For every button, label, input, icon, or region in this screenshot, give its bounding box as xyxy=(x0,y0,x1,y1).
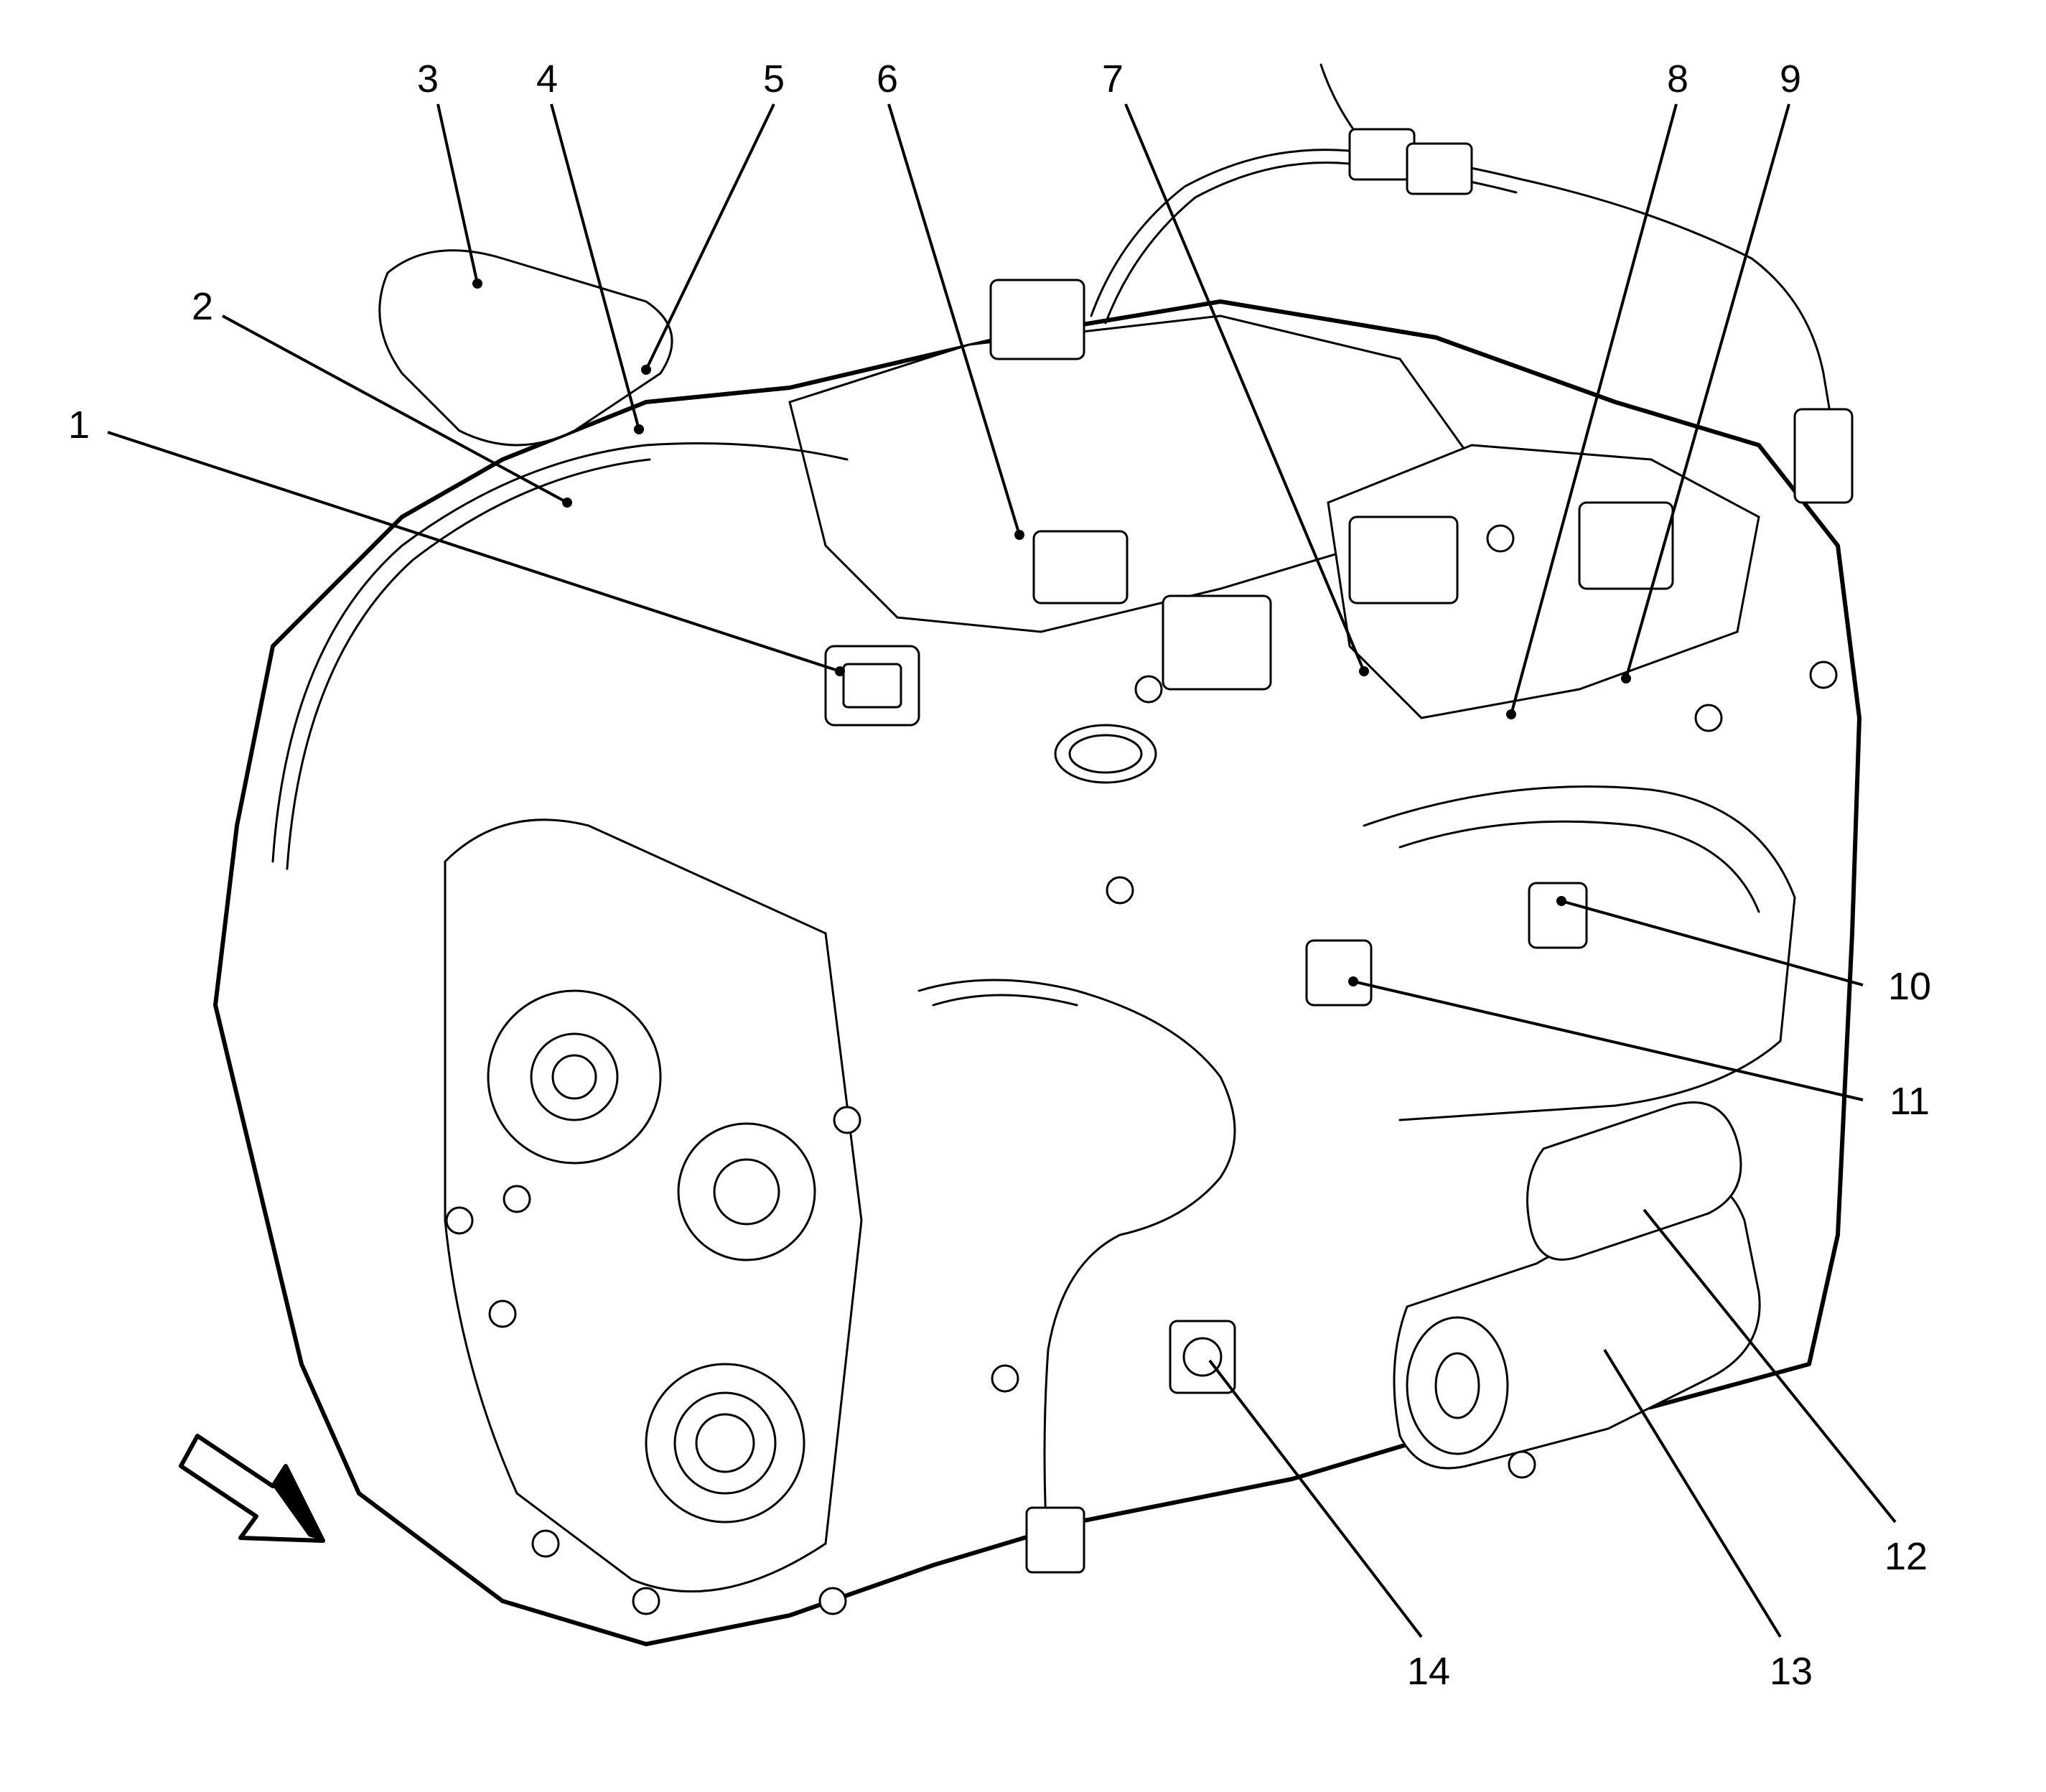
sensor-item-11 xyxy=(1305,939,1373,1007)
callout-6: 6 xyxy=(877,57,898,101)
callout-labels: 1 2 3 4 5 6 7 8 9 10 11 12 13 14 xyxy=(68,57,1931,1693)
front-direction-arrow-icon xyxy=(179,1434,325,1543)
starter-end-cap xyxy=(1406,1316,1509,1455)
exhaust-manifold xyxy=(1363,785,1796,1121)
wiring-harness-lower xyxy=(917,979,1236,1567)
callout-8: 8 xyxy=(1667,57,1688,101)
coil-2 xyxy=(1162,594,1272,691)
wiring-harness-left xyxy=(271,442,849,863)
starter-solenoid xyxy=(1526,1101,1742,1261)
callout-10: 10 xyxy=(1888,965,1931,1008)
callout-5: 5 xyxy=(763,57,785,101)
camshaft-sprocket xyxy=(487,989,662,1165)
bolts xyxy=(445,524,1838,1615)
connector-item-1 xyxy=(824,645,920,727)
harness-connector-top-right xyxy=(1793,408,1854,504)
harness-clip-top xyxy=(1348,128,1416,181)
callout-1: 1 xyxy=(68,403,90,447)
coil-4 xyxy=(1578,501,1674,590)
callout-3: 3 xyxy=(417,57,439,101)
callout-14: 14 xyxy=(1407,1650,1450,1693)
callout-13: 13 xyxy=(1770,1650,1813,1693)
crankshaft-pulley xyxy=(645,1363,805,1523)
callout-9: 9 xyxy=(1780,57,1801,101)
callout-11: 11 xyxy=(1889,1080,1930,1123)
coil-1 xyxy=(989,279,1085,360)
coil-3 xyxy=(1348,515,1459,605)
coil-5 xyxy=(1032,530,1129,605)
harness-clip-top-2 xyxy=(1406,142,1473,195)
leader-dots xyxy=(472,279,1631,986)
intake-tube xyxy=(378,249,673,447)
callout-7: 7 xyxy=(1102,57,1124,101)
callout-12: 12 xyxy=(1884,1535,1928,1578)
lower-connector xyxy=(1025,1506,1085,1574)
engine-illustration xyxy=(213,63,1862,1646)
idler-pulley xyxy=(677,1122,816,1261)
callout-2: 2 xyxy=(192,285,213,328)
sensor-item-14 xyxy=(1169,1320,1236,1394)
sensor-item-10 xyxy=(1528,882,1588,949)
leader-lines xyxy=(107,103,1897,1638)
callout-4: 4 xyxy=(536,57,558,101)
